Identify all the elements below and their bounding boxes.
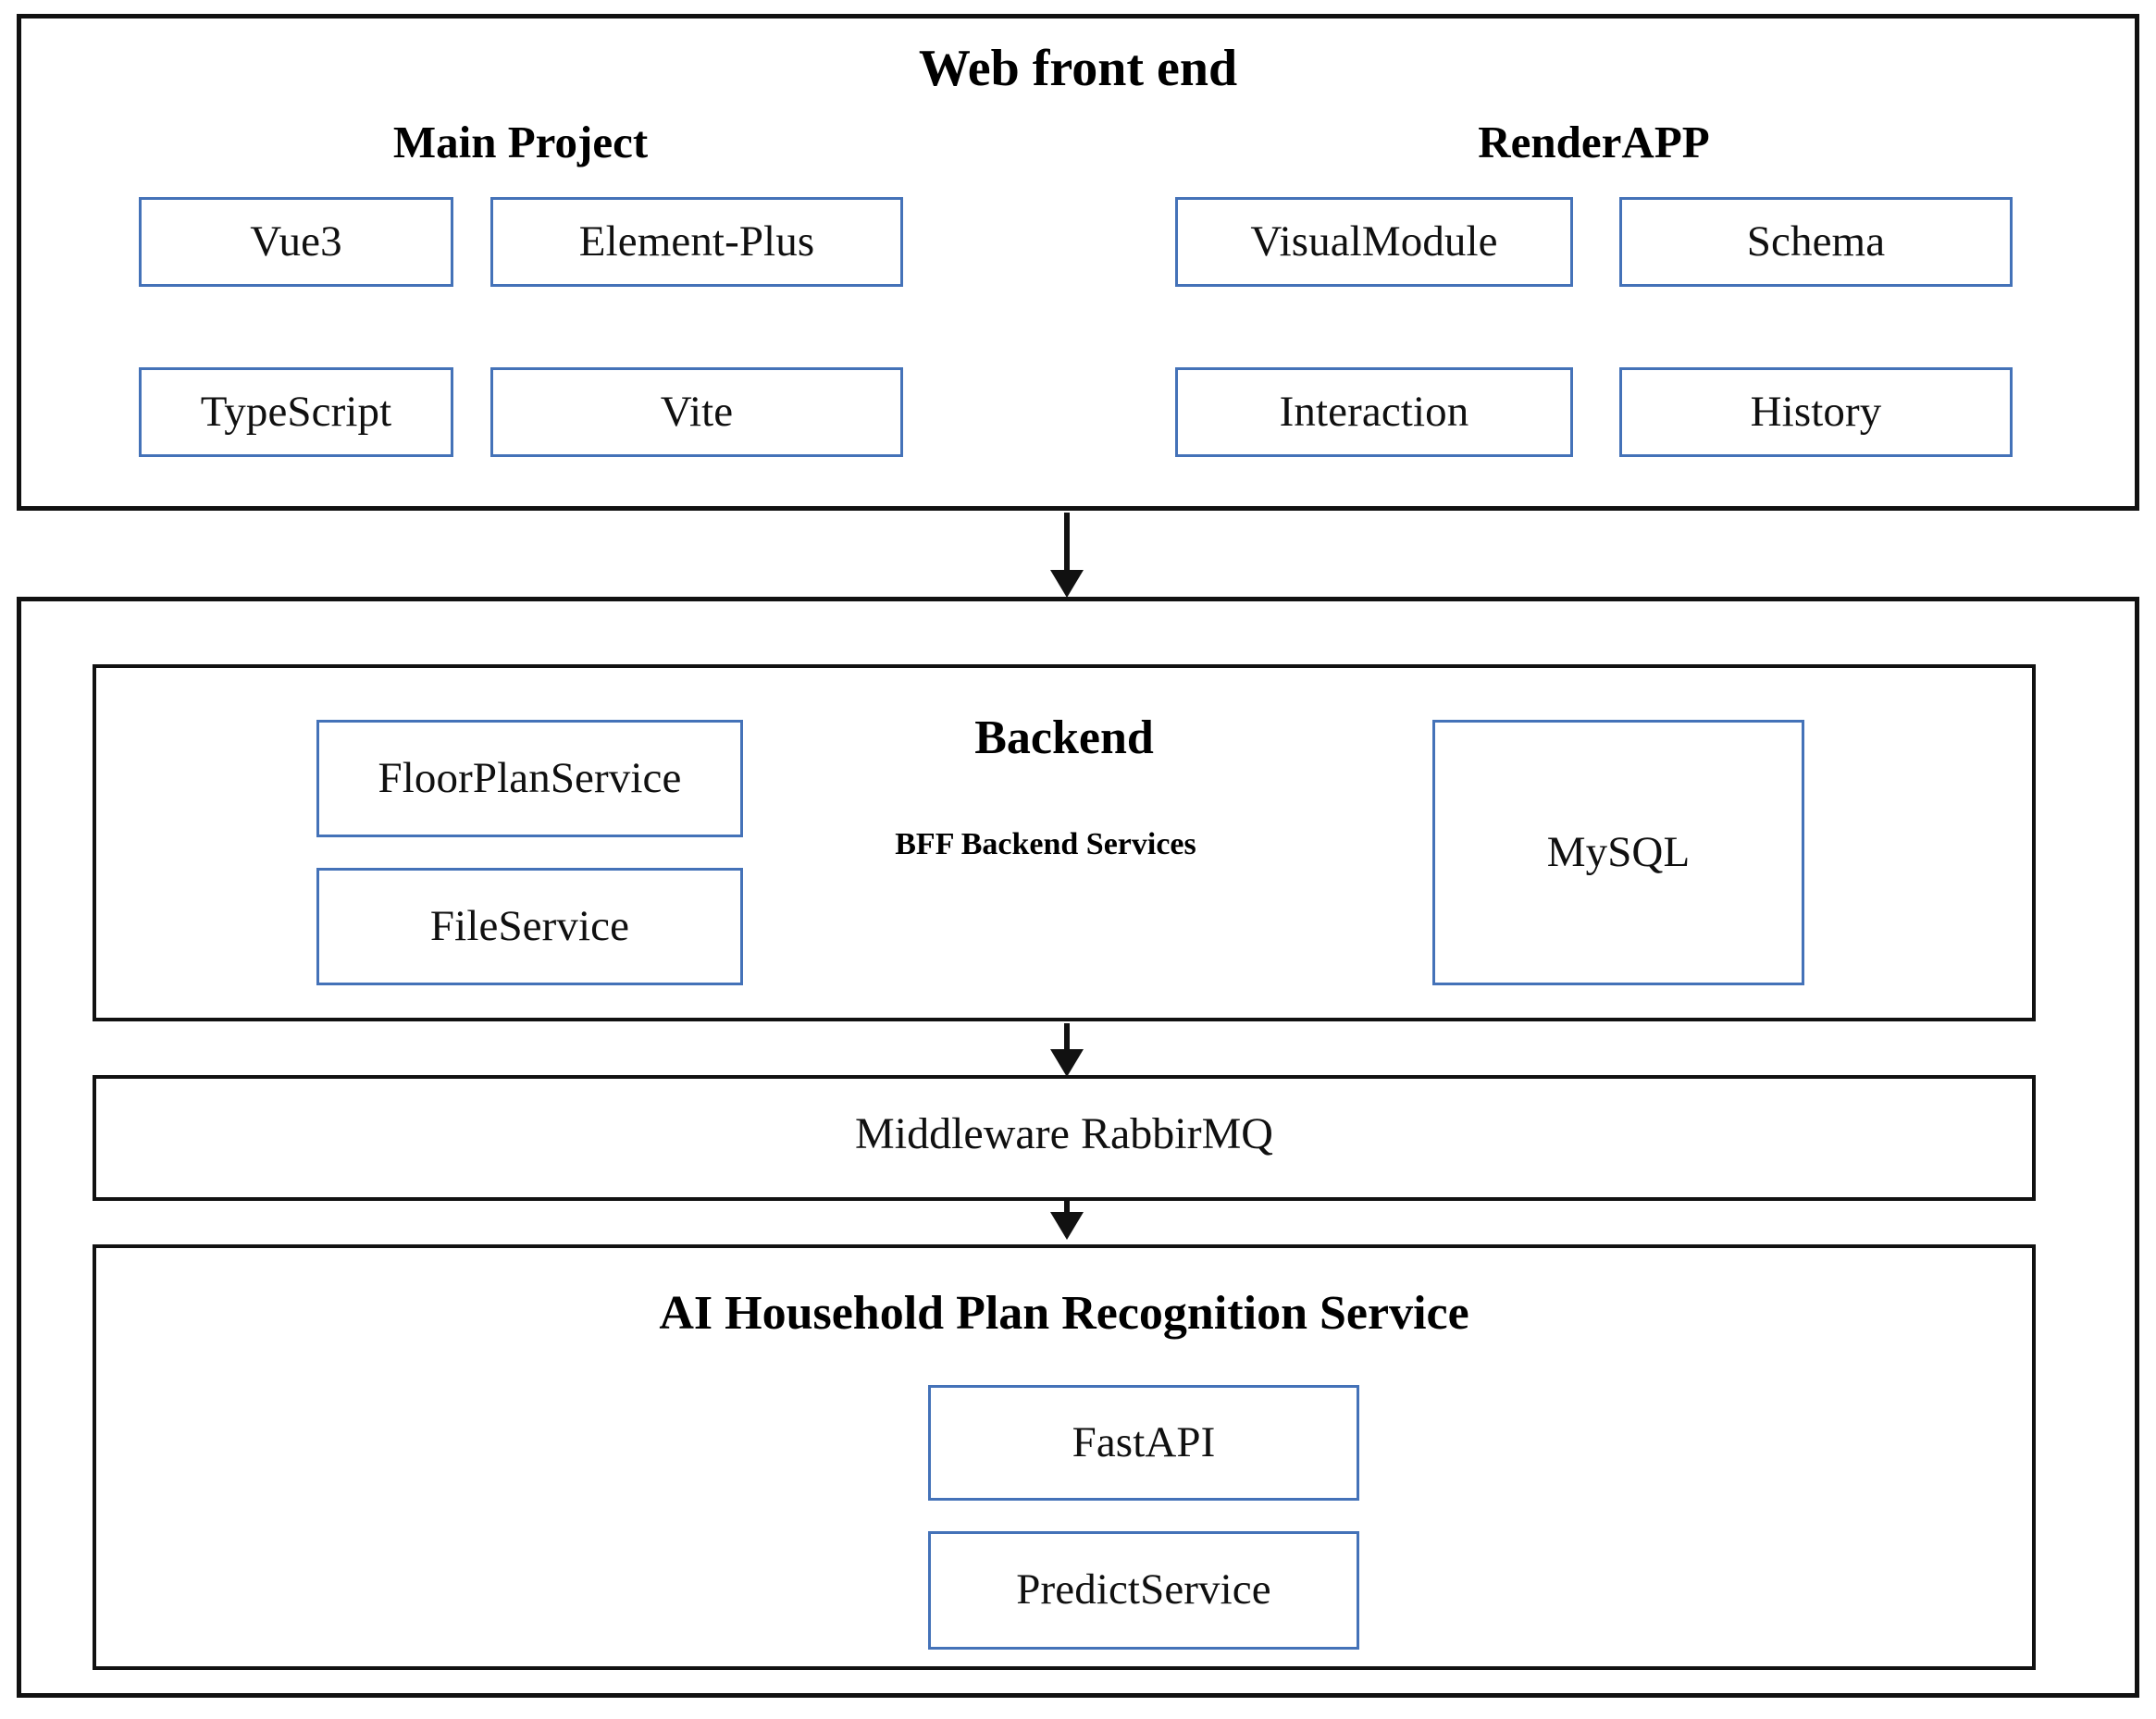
service-floorplanservice-label: FloorPlanService bbox=[378, 753, 682, 802]
module-element-plus[interactable]: Element-Plus bbox=[490, 197, 903, 287]
module-interaction-label: Interaction bbox=[1279, 387, 1469, 436]
group-title-main-project: Main Project bbox=[392, 117, 649, 167]
module-schema[interactable]: Schema bbox=[1619, 197, 2013, 287]
ai-component-fastapi-label: FastAPI bbox=[1072, 1417, 1216, 1466]
ai-component-predictservice-label: PredictService bbox=[1016, 1565, 1271, 1614]
backend-subtitle: BFF Backend Services bbox=[895, 827, 1196, 861]
ai-service-title: AI Household Plan Recognition Service bbox=[659, 1287, 1469, 1340]
module-typescript-label: TypeScript bbox=[200, 387, 392, 436]
database-mysql-label: MySQL bbox=[1546, 827, 1691, 876]
module-visualmodule[interactable]: VisualModule bbox=[1175, 197, 1573, 287]
connector-frontend-to-backend-shaft bbox=[1064, 513, 1070, 577]
frontend-title: Web front end bbox=[918, 40, 1238, 97]
service-fileservice-label: FileService bbox=[429, 901, 630, 950]
ai-component-predictservice[interactable]: PredictService bbox=[928, 1531, 1359, 1650]
connector-backend-to-middleware-shaft bbox=[1064, 1023, 1070, 1057]
connector-middleware-to-ai-head bbox=[1050, 1212, 1084, 1240]
module-typescript[interactable]: TypeScript bbox=[139, 367, 453, 457]
backend-title: Backend bbox=[974, 711, 1154, 764]
group-title-renderapp: RenderAPP bbox=[1478, 117, 1710, 167]
connector-backend-to-middleware-head bbox=[1050, 1049, 1084, 1077]
module-schema-label: Schema bbox=[1746, 216, 1886, 266]
service-fileservice[interactable]: FileService bbox=[316, 868, 743, 985]
service-floorplanservice[interactable]: FloorPlanService bbox=[316, 720, 743, 837]
module-visualmodule-label: VisualModule bbox=[1250, 216, 1498, 266]
module-interaction[interactable]: Interaction bbox=[1175, 367, 1573, 457]
module-history[interactable]: History bbox=[1619, 367, 2013, 457]
connector-middleware-to-ai-shaft bbox=[1064, 1201, 1070, 1218]
module-vue3[interactable]: Vue3 bbox=[139, 197, 453, 287]
database-mysql[interactable]: MySQL bbox=[1432, 720, 1804, 985]
module-element-plus-label: Element-Plus bbox=[578, 216, 815, 266]
middleware-label: Middleware RabbirMQ bbox=[855, 1109, 1273, 1158]
module-vue3-label: Vue3 bbox=[250, 216, 342, 266]
module-vite[interactable]: Vite bbox=[490, 367, 903, 457]
connector-frontend-to-backend-head bbox=[1050, 570, 1084, 598]
middleware-panel bbox=[93, 1075, 2036, 1201]
ai-component-fastapi[interactable]: FastAPI bbox=[928, 1385, 1359, 1501]
module-history-label: History bbox=[1750, 387, 1882, 436]
module-vite-label: Vite bbox=[660, 387, 734, 436]
